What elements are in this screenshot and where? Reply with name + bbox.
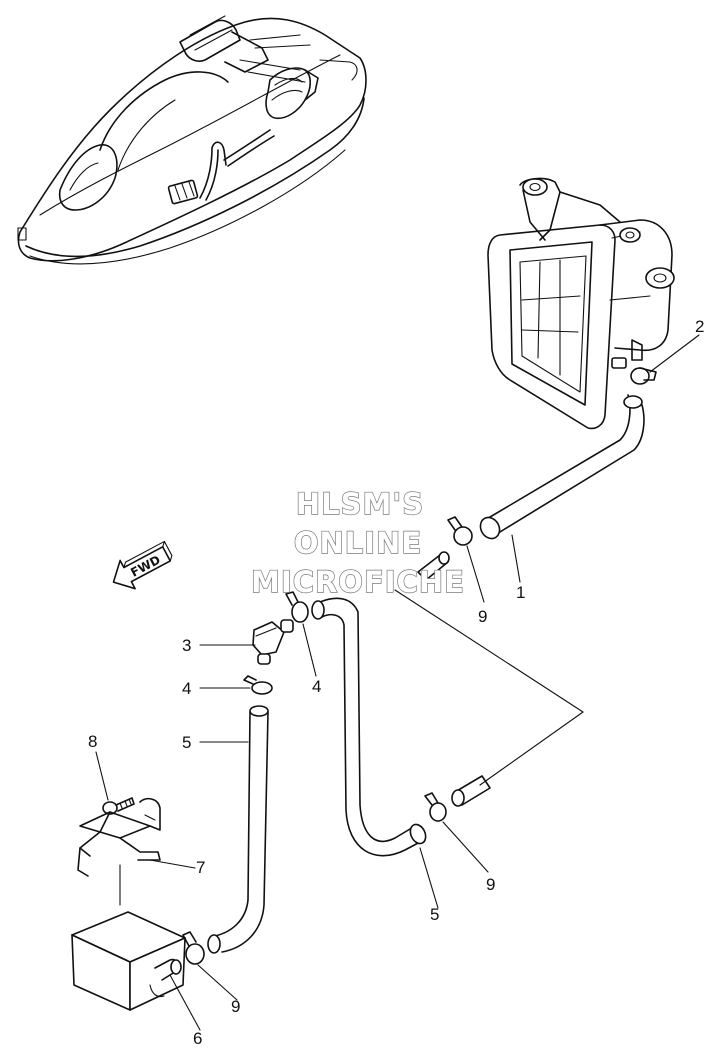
callout-4-upper: 4	[312, 677, 321, 696]
watermark-line-3: MICROFICHE	[251, 565, 465, 599]
callout-1: 1	[516, 583, 525, 602]
callout-5-left: 5	[182, 733, 191, 752]
callout-8: 8	[88, 732, 97, 751]
elbow-joint-3	[252, 619, 294, 665]
callout-9-bottom: 9	[231, 997, 240, 1016]
clamp-9-middle	[424, 792, 447, 822]
fwd-arrow: FWD	[112, 540, 173, 590]
callout-4-lower: 4	[182, 679, 191, 698]
fitting-lower	[451, 775, 491, 807]
hose-1	[479, 394, 645, 540]
callout-9-middle: 9	[486, 875, 495, 894]
callout-6: 6	[193, 1029, 202, 1048]
arrow-forward-icon	[112, 546, 172, 590]
box-6	[71, 911, 186, 1011]
callout-3: 3	[182, 636, 191, 655]
clamp-2	[630, 367, 657, 385]
callout-7: 7	[196, 858, 205, 877]
clamp-4-upper	[285, 591, 309, 623]
bracket-7	[77, 797, 161, 877]
alignment-lines	[119, 589, 584, 906]
leader-lines	[95, 334, 700, 1031]
watermark: HLSM'S ONLINE MICROFICHE	[250, 486, 465, 599]
fitting-upper	[417, 551, 450, 581]
callout-2: 2	[695, 317, 704, 336]
watermark-line-1: HLSM'S	[296, 487, 424, 521]
clamp-4-lower	[243, 675, 273, 695]
callout-5-right: 5	[430, 905, 439, 924]
watermark-line-2: ONLINE	[294, 526, 422, 560]
callout-numbers: 2 1 9 3 4 4 5 8 7 9 5 9 6	[88, 317, 704, 1048]
callout-9-top: 9	[478, 607, 487, 626]
hose-5-right	[311, 597, 427, 857]
clamp-9-top	[447, 516, 473, 546]
hose-5-left	[207, 705, 269, 954]
clamp-9-bottom	[182, 931, 205, 965]
watercraft-illustration	[17, 15, 367, 265]
jet-pump-housing	[487, 177, 675, 430]
screw-8	[102, 797, 135, 815]
